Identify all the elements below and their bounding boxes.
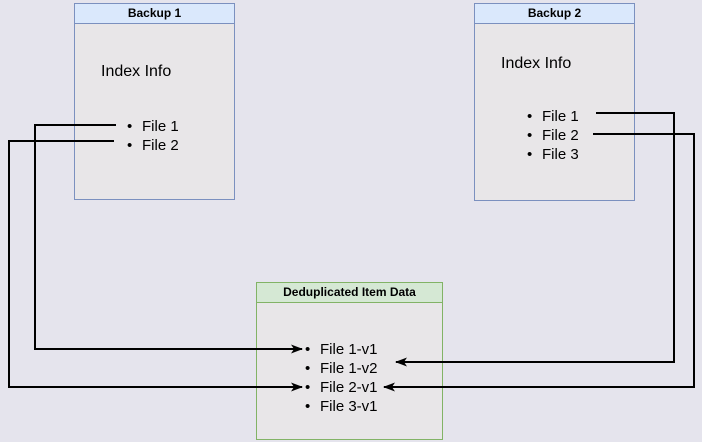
dedup-item-file1-v2: File 1-v2 <box>305 359 378 378</box>
dedup-box: Deduplicated Item Data File 1-v1 File 1-… <box>256 282 443 440</box>
backup2-box: Backup 2 Index Info File 1 File 2 File 3 <box>474 3 635 201</box>
backup1-box: Backup 1 Index Info File 1 File 2 <box>74 3 235 200</box>
backup2-index-info-label: Index Info <box>501 55 572 72</box>
backup1-index-info-label: Index Info <box>101 63 172 80</box>
backup2-item-file3: File 3 <box>527 145 579 164</box>
backup1-file-list: File 1 File 2 <box>127 117 179 155</box>
dedup-item-file3-v1: File 3-v1 <box>305 397 378 416</box>
backup1-title: Backup 1 <box>75 4 234 24</box>
backup2-item-file2: File 2 <box>527 126 579 145</box>
backup2-file-list: File 1 File 2 File 3 <box>527 107 579 164</box>
backup1-item-file1: File 1 <box>127 117 179 136</box>
backup2-item-file1: File 1 <box>527 107 579 126</box>
backup1-item-file2: File 2 <box>127 136 179 155</box>
dedup-item-file2-v1: File 2-v1 <box>305 378 378 397</box>
dedup-title: Deduplicated Item Data <box>257 283 442 303</box>
dedup-file-list: File 1-v1 File 1-v2 File 2-v1 File 3-v1 <box>305 340 378 416</box>
backup2-title: Backup 2 <box>475 4 634 24</box>
dedup-item-file1-v1: File 1-v1 <box>305 340 378 359</box>
